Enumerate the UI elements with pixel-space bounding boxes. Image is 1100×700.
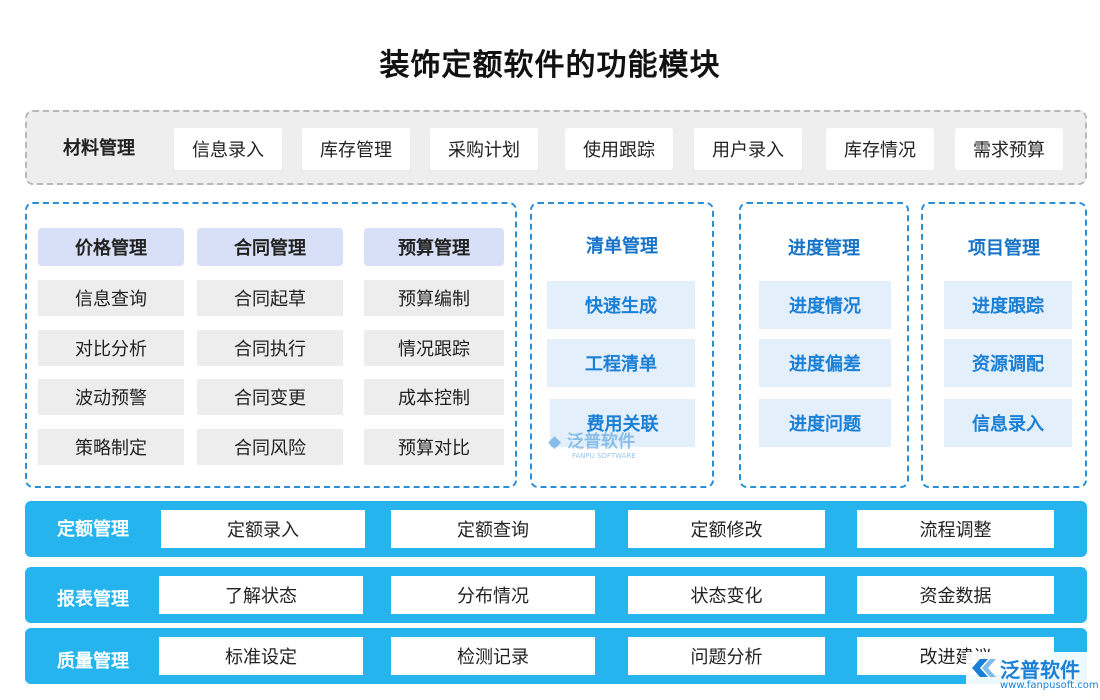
bar-label: 报表管理 — [57, 589, 129, 610]
grid-cell: 波动预警 — [38, 379, 184, 415]
logo-text: 泛普软件 — [1000, 658, 1080, 682]
bar-item: 资金数据 — [857, 576, 1054, 614]
materials-item: 库存管理 — [302, 128, 410, 170]
grid-header: 合同管理 — [197, 228, 343, 266]
materials-item: 用户录入 — [694, 128, 802, 170]
panel-item: 资源调配 — [944, 339, 1072, 387]
grid-cell: 策略制定 — [38, 429, 184, 465]
report-bar: 报表管理 了解状态 分布情况 状态变化 资金数据 — [25, 567, 1087, 623]
project-panel: 项目管理 进度跟踪 资源调配 信息录入 — [921, 202, 1087, 488]
quota-bar: 定额管理 定额录入 定额查询 定额修改 流程调整 — [25, 501, 1087, 557]
panel-item: 信息录入 — [944, 399, 1072, 447]
panel-title: 项目管理 — [968, 238, 1040, 259]
grid-cell: 合同变更 — [197, 379, 343, 415]
panel-title: 进度管理 — [788, 238, 860, 259]
logo-url: www.fanpusoft.com — [1000, 680, 1099, 691]
bar-item: 状态变化 — [628, 576, 825, 614]
panel-item: 进度情况 — [759, 281, 891, 329]
grid-cell: 预算对比 — [364, 429, 504, 465]
bar-item: 标准设定 — [159, 637, 363, 675]
materials-item: 采购计划 — [430, 128, 538, 170]
panel-item: 费用关联 — [550, 399, 695, 447]
grid-header: 价格管理 — [38, 228, 184, 266]
grid-cell: 情况跟踪 — [364, 330, 504, 366]
materials-item: 使用跟踪 — [565, 128, 673, 170]
grid-cell: 合同风险 — [197, 429, 343, 465]
grid-cell: 预算编制 — [364, 280, 504, 316]
bar-item: 问题分析 — [628, 637, 825, 675]
bar-label: 定额管理 — [57, 519, 129, 540]
watermark-sub: FANPU SOFTWARE — [572, 452, 636, 460]
bar-item: 检测记录 — [391, 637, 595, 675]
progress-panel: 进度管理 进度情况 进度偏差 进度问题 — [739, 202, 909, 488]
panel-item: 进度偏差 — [759, 339, 891, 387]
brand-mark-icon — [972, 659, 996, 677]
bar-item: 流程调整 — [857, 510, 1054, 548]
materials-item: 信息录入 — [174, 128, 282, 170]
grid-cell: 合同执行 — [197, 330, 343, 366]
bar-item: 定额查询 — [391, 510, 595, 548]
panel-title: 清单管理 — [586, 236, 658, 257]
grid-header: 预算管理 — [364, 228, 504, 266]
list-panel: 清单管理 快速生成 工程清单 费用关联 — [530, 202, 714, 488]
panel-item: 进度问题 — [759, 399, 891, 447]
bar-item: 定额修改 — [628, 510, 825, 548]
bar-label: 质量管理 — [57, 651, 129, 672]
bar-item: 定额录入 — [161, 510, 365, 548]
panel-item: 快速生成 — [547, 281, 695, 329]
materials-label: 材料管理 — [63, 138, 135, 159]
bar-item: 了解状态 — [159, 576, 363, 614]
quality-bar: 质量管理 标准设定 检测记录 问题分析 改进建议 — [25, 628, 1087, 684]
watermark-text: 泛普软件 — [567, 432, 635, 452]
panel-item: 进度跟踪 — [944, 281, 1072, 329]
watermark-logo-icon: ◆ — [548, 432, 562, 452]
grid-cell: 对比分析 — [38, 330, 184, 366]
grid-cell: 成本控制 — [364, 379, 504, 415]
grid-cell: 信息查询 — [38, 280, 184, 316]
brand-logo: 泛普软件 www.fanpusoft.com — [966, 652, 1099, 696]
materials-item: 库存情况 — [826, 128, 934, 170]
watermark: ◆ 泛普软件 FANPU SOFTWARE — [548, 427, 636, 460]
materials-row: 材料管理 信息录入 库存管理 采购计划 使用跟踪 用户录入 库存情况 需求预算 — [25, 110, 1087, 185]
page-title: 装饰定额软件的功能模块 — [379, 48, 721, 83]
materials-item: 需求预算 — [955, 128, 1063, 170]
grid-panel: 价格管理 合同管理 预算管理 信息查询 对比分析 波动预警 策略制定 合同起草 … — [25, 202, 517, 488]
panel-item: 工程清单 — [547, 339, 695, 387]
grid-cell: 合同起草 — [197, 280, 343, 316]
bar-item: 分布情况 — [391, 576, 595, 614]
